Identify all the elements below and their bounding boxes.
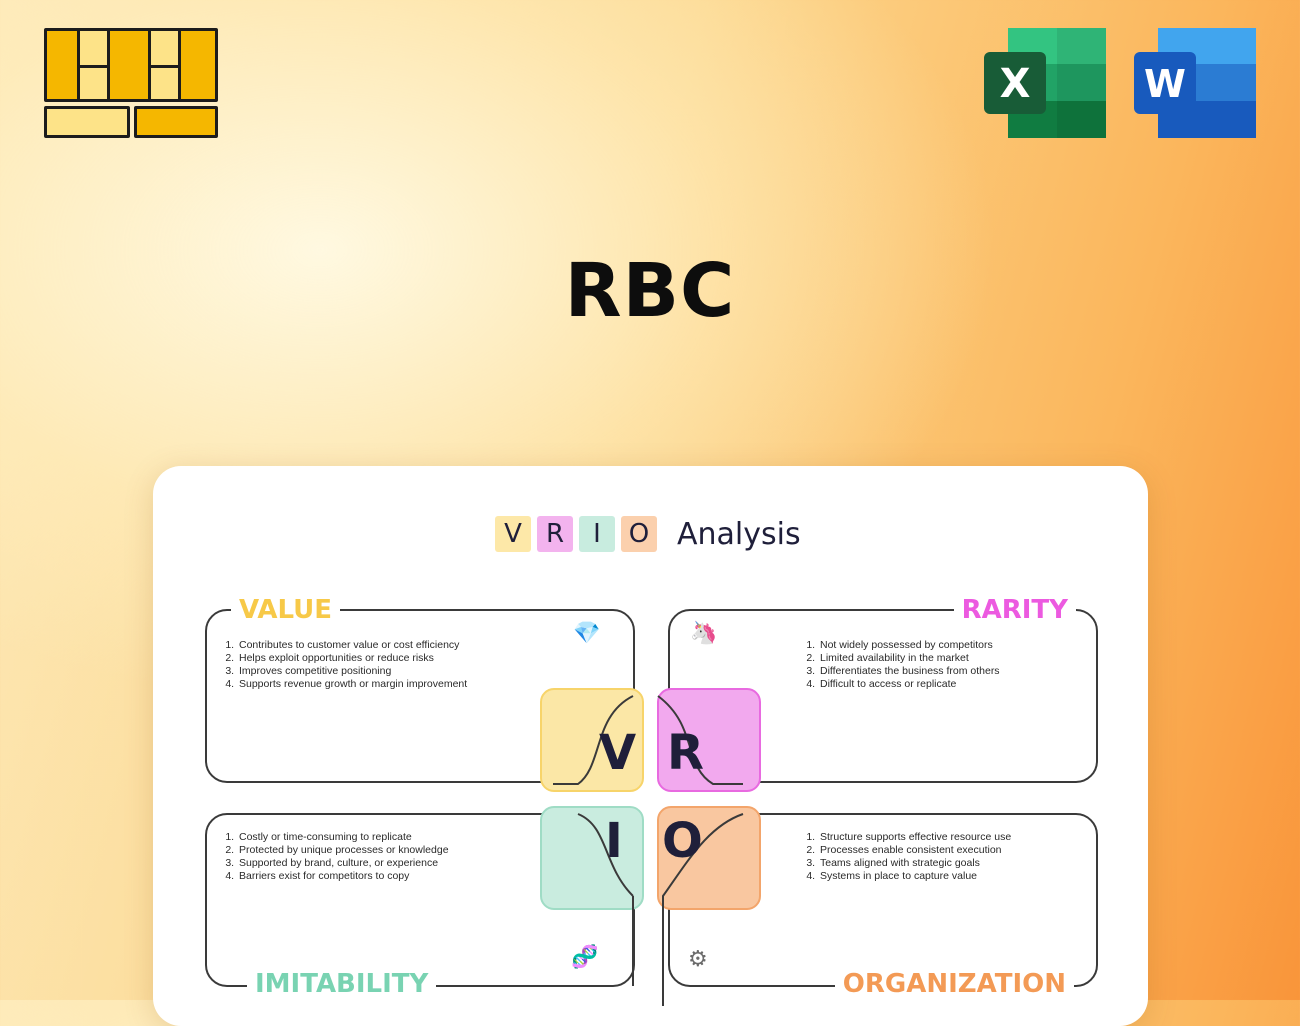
unicorn-icon: 🦄 xyxy=(690,620,718,645)
list-item: Systems in place to capture value xyxy=(818,870,1011,883)
list-item: Barriers exist for competitors to copy xyxy=(237,870,449,883)
rarity-label: RARITY xyxy=(953,595,1076,625)
list-item: Costly or time-consuming to replicate xyxy=(237,831,449,844)
card-heading: V R I O Analysis xyxy=(495,514,801,554)
rarity-quadrant: RARITY 🦄 Not widely possessed by competi… xyxy=(668,595,1098,783)
heading-letter-i: I xyxy=(579,516,615,552)
value-label: VALUE xyxy=(231,595,340,625)
imitability-quadrant: IMITABILITY 🧬 Costly or time-consuming t… xyxy=(205,813,635,999)
excel-icon: X xyxy=(984,28,1106,138)
heading-text: Analysis xyxy=(677,516,801,552)
vrio-preview-card[interactable]: V R I O Analysis VALUE 💎 Contributes to … xyxy=(153,466,1148,1026)
organization-label: ORGANIZATION xyxy=(834,969,1074,999)
gem-icon: 💎 xyxy=(573,620,601,645)
list-item: Protected by unique processes or knowled… xyxy=(237,844,449,857)
list-item: Limited availability in the market xyxy=(818,652,1000,665)
list-item: Teams aligned with strategic goals xyxy=(818,857,1011,870)
excel-letter: X xyxy=(1000,61,1031,107)
big-letter-r: R xyxy=(667,725,704,781)
heading-letter-v: V xyxy=(495,516,531,552)
gear-icon: ⚙ xyxy=(688,946,708,971)
list-item: Processes enable consistent execution xyxy=(818,844,1011,857)
list-item: Contributes to customer value or cost ef… xyxy=(237,639,467,652)
list-item: Structure supports effective resource us… xyxy=(818,831,1011,844)
imitability-label: IMITABILITY xyxy=(247,969,437,999)
word-icon: W xyxy=(1134,28,1256,138)
list-item: Difficult to access or replicate xyxy=(818,678,1000,691)
big-tile-i xyxy=(540,806,644,910)
brand-logo xyxy=(44,28,218,138)
organization-list: Structure supports effective resource us… xyxy=(800,831,1011,883)
list-item: Improves competitive positioning xyxy=(237,665,467,678)
dna-icon: 🧬 xyxy=(571,944,599,969)
list-item: Supported by brand, culture, or experien… xyxy=(237,857,449,870)
big-letter-i: I xyxy=(605,813,623,869)
list-item: Differentiates the business from others xyxy=(818,665,1000,678)
heading-letter-r: R xyxy=(537,516,573,552)
big-letter-o: O xyxy=(662,813,703,869)
value-list: Contributes to customer value or cost ef… xyxy=(219,639,467,691)
list-item: Not widely possessed by competitors xyxy=(818,639,1000,652)
heading-letter-o: O xyxy=(621,516,657,552)
list-item: Supports revenue growth or margin improv… xyxy=(237,678,467,691)
organization-quadrant: ORGANIZATION ⚙ Structure supports effect… xyxy=(668,813,1098,999)
page-title: RBC xyxy=(564,248,736,334)
imitability-list: Costly or time-consuming to replicate Pr… xyxy=(219,831,449,883)
big-letter-v: V xyxy=(599,725,637,781)
word-letter: W xyxy=(1144,62,1186,106)
rarity-list: Not widely possessed by competitors Limi… xyxy=(800,639,1000,691)
list-item: Helps exploit opportunities or reduce ri… xyxy=(237,652,467,665)
